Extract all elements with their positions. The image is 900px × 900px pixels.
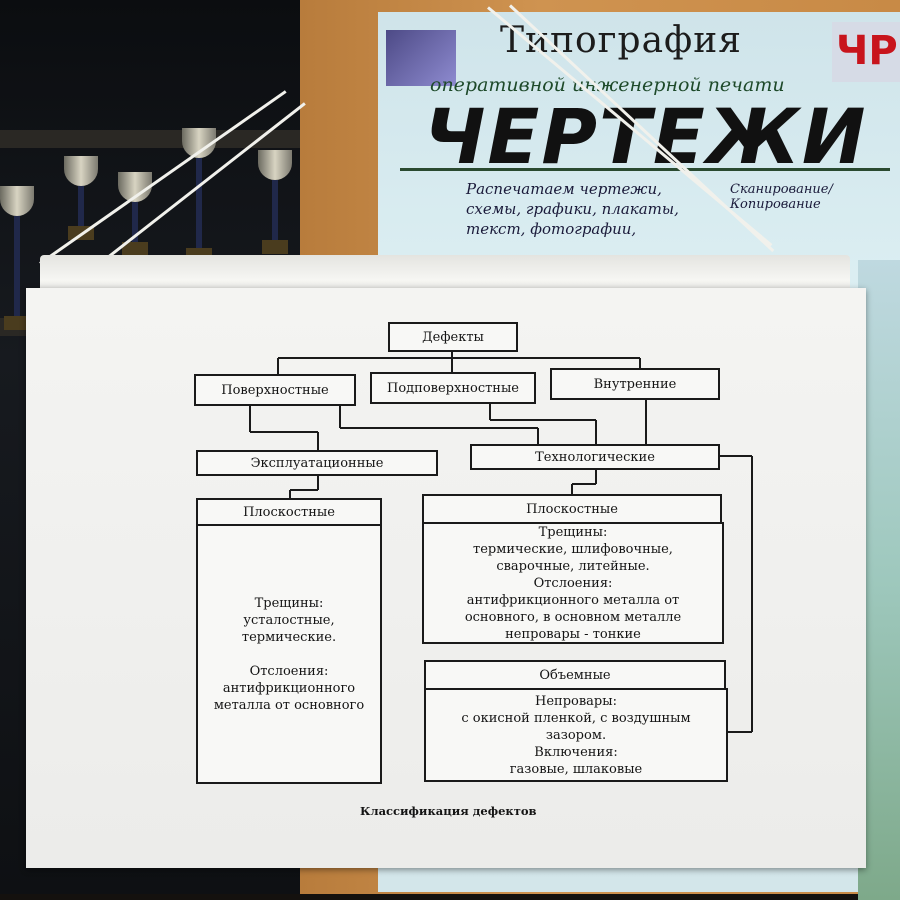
node-technological: Технологические <box>470 444 720 470</box>
trophy <box>258 150 292 254</box>
left-cracks-1: усталостные, <box>243 612 335 628</box>
node-internal: Внутренние <box>550 368 720 400</box>
ad-text-line: Распечатаем чертежи, <box>466 180 662 198</box>
lack-title: Непровары: <box>535 693 617 709</box>
node-right-planar-header: Плоскостные <box>422 494 722 524</box>
node-volumetric-body: Непровары: с окисной пленкой, с воздушны… <box>424 688 728 782</box>
right-cracks-1: термические, шлифовочные, <box>473 541 673 557</box>
left-delam-1: антифрикционного <box>222 680 356 696</box>
node-operational: Эксплуатационные <box>196 450 438 476</box>
right-delam-2: основного, в основном металле <box>464 609 682 625</box>
node-subsurface: Подповерхностные <box>370 372 536 404</box>
node-left-planar-header: Плоскостные <box>196 498 382 526</box>
lack-2: зазором. <box>545 727 607 743</box>
ad-title: Типография <box>500 20 742 61</box>
drafting-compass-icon <box>386 30 456 86</box>
node-surface: Поверхностные <box>194 374 356 406</box>
left-cracks-2: термические. <box>241 629 337 645</box>
left-delam-title: Отслоения: <box>249 663 329 679</box>
incl-title: Включения: <box>534 744 618 760</box>
node-volumetric-header: Объемные <box>424 660 726 690</box>
ad-logo: ЧР <box>832 22 900 82</box>
ad-text-line: схемы, графики, плакаты, <box>466 200 679 218</box>
node-right-planar-body: Трещины: термические, шлифовочные, сваро… <box>422 522 724 644</box>
ad-side-text: Сканирование/Копирование <box>730 182 833 212</box>
diagram-caption: Классификация дефектов <box>360 804 537 818</box>
ad-text-line: текст, фотографии, <box>466 220 637 238</box>
ad-divider <box>400 168 890 171</box>
ad-subtitle: оперативной инженерной печати <box>430 74 785 96</box>
incl-1: газовые, шлаковые <box>509 761 643 777</box>
left-cracks-title: Трещины: <box>254 595 324 611</box>
right-delam-1: антифрикционного металла от <box>466 592 680 608</box>
lack-1: с окисной пленкой, с воздушным <box>461 710 691 726</box>
left-delam-2: металла от основного <box>213 697 365 713</box>
right-delam-title: Отслоения: <box>533 575 613 591</box>
node-left-planar-body: Трещины: усталостные, термические. Отсло… <box>196 524 382 784</box>
right-delam-3: непровары - тонкие <box>505 626 641 642</box>
node-defects: Дефекты <box>388 322 518 352</box>
trophy <box>0 186 34 330</box>
right-cracks-title: Трещины: <box>538 524 608 540</box>
right-cracks-2: сварочные, литейные. <box>496 558 650 574</box>
